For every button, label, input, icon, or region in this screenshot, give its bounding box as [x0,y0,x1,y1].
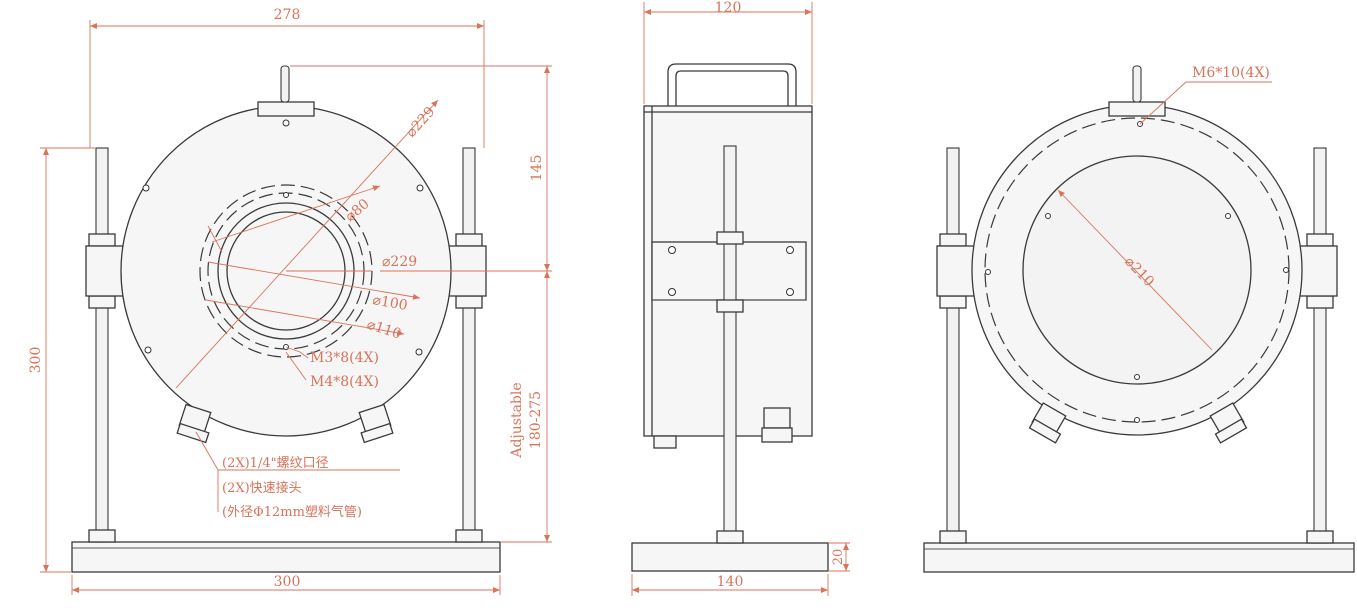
dim-side-base-height-20: 20 [831,549,846,566]
dim-adjustable-label: Adjustable [509,382,525,458]
front-fitting-left [176,403,212,444]
front-base-plate [71,541,501,573]
thread-callout-m3: M3*8(4X) [310,350,379,366]
dim-front-base-300: 300 [274,574,301,590]
front-fitting-right [358,403,394,444]
front-left-clamp [85,245,127,297]
note-thread-port: (2X)1/4"螺纹口径 [222,456,329,471]
back-fitting-right [1209,402,1248,444]
front-left-rod [95,147,109,543]
back-left-rod [946,147,960,544]
back-fitting-left [1028,402,1067,444]
thread-callout-m4: M4*8(4X) [310,374,379,390]
dia-outer-229-horizontal: ⌀229 [382,254,417,270]
dim-side-top-120: 120 [715,0,742,16]
dia-ring-100: ⌀100 [371,292,408,314]
side-view: 120 140 20 [631,0,850,596]
dim-side-base-140: 140 [717,574,744,590]
side-rod [723,145,737,544]
note-air-tube: (外径Φ12mm塑料气管) [222,504,362,520]
thread-callout-m6: M6*10(4X) [1192,65,1270,81]
dim-adjustable-range: 180-275 [528,391,544,449]
dim-front-height-300: 300 [28,347,44,374]
back-view: M6*10(4X) ⌀210 [923,65,1355,573]
back-right-rod [1313,147,1327,544]
front-right-rod [462,147,476,543]
dia-outer-229-angled: ⌀229 [403,104,438,141]
dim-top-to-center-145: 145 [529,155,545,182]
back-base-plate [923,542,1355,573]
side-base-plate [631,542,829,572]
front-view: 278 300 145 Adjustable 180-275 300 ⌀229 … [28,7,552,595]
note-quick-connector: (2X)快速接头 [222,480,302,496]
dim-front-width-278: 278 [274,7,301,23]
